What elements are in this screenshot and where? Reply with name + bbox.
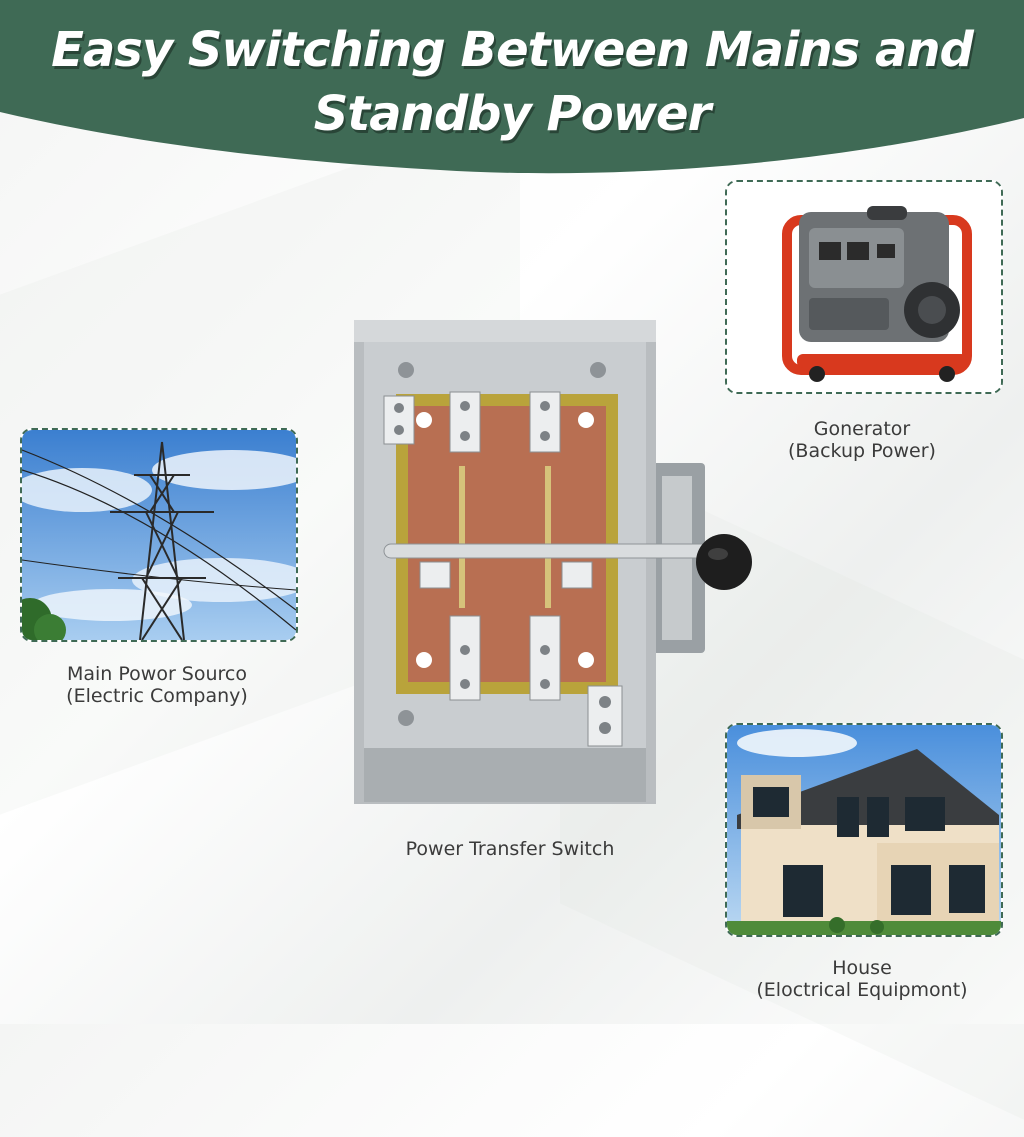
house-label: House [832,957,892,979]
generator-sublabel: (Backup Power) [788,440,936,462]
generator-card [725,180,1003,394]
page-title: Easy Switching Between Mains and Standby… [0,18,1024,146]
main-source-caption: Main Powor Sourco (Electric Company) [20,663,294,707]
house-icon [727,725,1001,935]
header-banner: Easy Switching Between Mains and Standby… [0,0,1024,180]
switch-label: Power Transfer Switch [405,838,615,860]
generator-caption: Gonerator (Backup Power) [725,418,999,462]
house-card [725,723,1003,937]
title-line-1: Easy Switching Between Mains and [51,22,974,78]
title-line-2: Standby Power [313,86,712,142]
generator-label: Gonerator [813,418,911,440]
transfer-switch-image [350,318,760,808]
header-wave-shape [0,0,1024,174]
generator-icon [727,182,1001,392]
main-source-sublabel: (Electric Company) [66,685,248,707]
house-sublabel: (Eloctrical Equipmont) [756,979,968,1001]
main-source-card [20,428,298,642]
power-tower-icon [22,430,296,640]
house-caption: House (Eloctrical Equipmont) [725,957,999,1001]
switch-caption: Power Transfer Switch [350,838,670,860]
transfer-switch-icon [354,320,752,804]
main-source-label: Main Powor Sourco [66,663,247,685]
